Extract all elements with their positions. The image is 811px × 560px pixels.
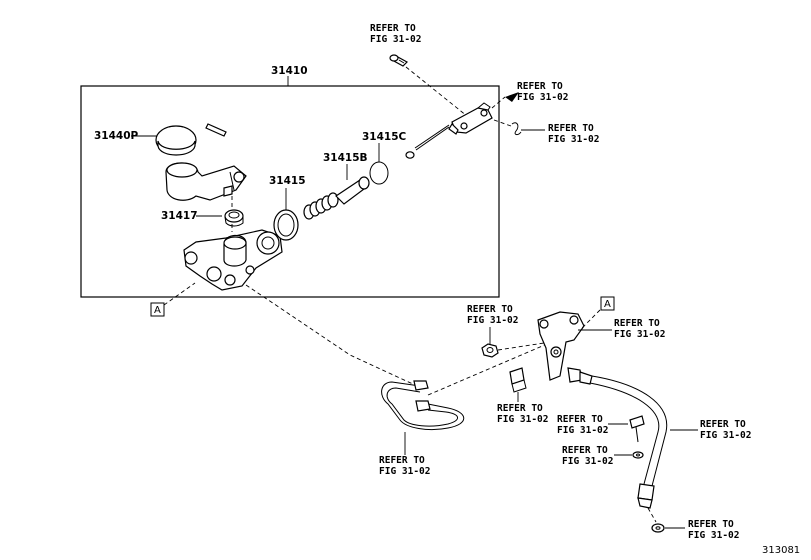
svg-text:REFER TO: REFER TO — [548, 123, 594, 134]
svg-text:REFER TO: REFER TO — [497, 403, 543, 414]
top-bolt-icon — [389, 54, 408, 67]
reservoir-cap-icon — [155, 125, 197, 156]
push-rod-clevis-icon — [405, 102, 493, 159]
svg-text:FIG 31-02: FIG 31-02 — [562, 456, 613, 467]
svg-text:FIG 31-02: FIG 31-02 — [688, 530, 739, 541]
svg-text:REFER TO: REFER TO — [467, 304, 513, 315]
part-label-31415c: 31415C — [362, 131, 407, 143]
piston-spring-icon — [303, 176, 370, 220]
grommet-icon — [224, 209, 244, 227]
svg-text:FIG 31-02: FIG 31-02 — [379, 466, 430, 477]
marker-a-left: A — [150, 302, 165, 317]
refer-gasket-lower: REFER TO FIG 31-02 — [688, 519, 739, 541]
part-label-31440p: 31440P — [94, 130, 139, 142]
clutch-pipe-icon — [381, 380, 465, 431]
svg-text:REFER TO: REFER TO — [379, 455, 425, 466]
svg-text:REFER TO: REFER TO — [557, 414, 603, 425]
svg-text:REFER TO: REFER TO — [517, 81, 563, 92]
marker-a-right: A — [600, 296, 615, 311]
nut-icon — [481, 343, 499, 358]
refer-clevis-arrow: REFER TO FIG 31-02 — [517, 81, 568, 103]
refer-top-bolt: REFER TO FIG 31-02 — [370, 23, 421, 45]
flexible-hose-icon — [567, 367, 668, 509]
part-label-31415b: 31415B — [323, 152, 368, 164]
snap-ring-icon — [369, 161, 389, 185]
svg-text:FIG 31-02: FIG 31-02 — [700, 430, 751, 441]
svg-text:REFER TO: REFER TO — [614, 318, 660, 329]
part-label-31410: 31410 — [271, 65, 308, 77]
gasket-icon-upper — [632, 451, 644, 459]
svg-text:A: A — [154, 305, 161, 316]
master-cylinder-body-icon — [183, 229, 283, 291]
refer-hose: REFER TO FIG 31-02 — [700, 419, 751, 441]
refer-gasket-upper: REFER TO FIG 31-02 — [562, 445, 613, 467]
refer-clip: REFER TO FIG 31-02 — [548, 123, 599, 145]
svg-text:FIG 31-02: FIG 31-02 — [557, 425, 608, 436]
part-label-31415: 31415 — [269, 175, 306, 187]
svg-text:FIG 31-02: FIG 31-02 — [467, 315, 518, 326]
union-bolt-icon — [629, 415, 645, 443]
bracket-icon — [537, 311, 585, 381]
svg-text:REFER TO: REFER TO — [370, 23, 416, 34]
svg-text:FIG 31-02: FIG 31-02 — [548, 134, 599, 145]
svg-text:A: A — [604, 299, 611, 310]
assembly-box-31410 — [80, 85, 500, 298]
figure-number: 313081 — [762, 545, 800, 556]
small-pin-icon — [205, 123, 227, 137]
clip-icon — [511, 122, 522, 135]
svg-text:REFER TO: REFER TO — [562, 445, 608, 456]
refer-bolt: REFER TO FIG 31-02 — [557, 414, 608, 436]
refer-bracket: REFER TO FIG 31-02 — [614, 318, 665, 340]
svg-text:FIG 31-02: FIG 31-02 — [370, 34, 421, 45]
part-label-31417: 31417 — [161, 210, 198, 222]
o-ring-icon — [273, 209, 299, 241]
refer-nut: REFER TO FIG 31-02 — [467, 304, 518, 326]
svg-text:REFER TO: REFER TO — [688, 519, 734, 530]
svg-text:FIG 31-02: FIG 31-02 — [614, 329, 665, 340]
gasket-icon-lower — [651, 523, 665, 533]
svg-text:FIG 31-02: FIG 31-02 — [517, 92, 568, 103]
refer-pipe: REFER TO FIG 31-02 — [379, 455, 430, 477]
svg-text:REFER TO: REFER TO — [700, 419, 746, 430]
svg-text:FIG 31-02: FIG 31-02 — [497, 414, 548, 425]
reservoir-icon — [165, 162, 247, 201]
refer-clip-lower: REFER TO FIG 31-02 — [497, 403, 548, 425]
hose-clip-icon — [509, 367, 527, 393]
